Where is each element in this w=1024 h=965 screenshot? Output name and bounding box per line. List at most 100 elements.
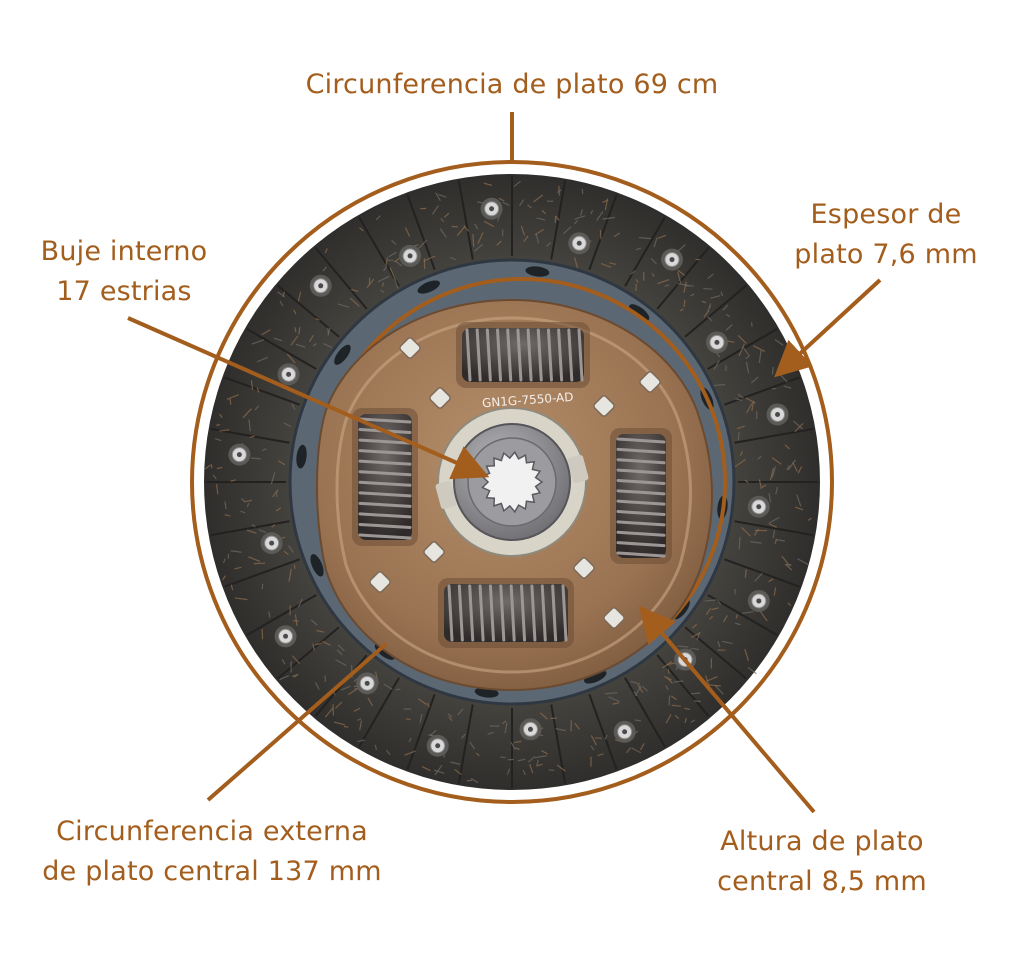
- facing-texture-streak: [792, 462, 798, 472]
- facing-texture-streak: [408, 737, 412, 743]
- facing-texture-streak: [250, 380, 254, 391]
- facing-texture-streak: [496, 240, 502, 246]
- facing-texture-streak: [353, 707, 361, 712]
- facing-texture-streak: [337, 644, 345, 652]
- facing-texture-streak: [596, 211, 604, 221]
- facing-texture-streak: [650, 257, 657, 265]
- hub-rivet-holes: [369, 337, 661, 629]
- facing-texture-streak: [737, 334, 747, 345]
- facing-texture-streak: [377, 275, 390, 283]
- leader-externa: [206, 642, 388, 802]
- label-circunferencia-plato: Circunferencia de plato 69 cm: [0, 65, 1024, 105]
- facing-texture-streak: [309, 334, 314, 342]
- facing-texture-streak: [784, 444, 791, 450]
- facing-texture-streak: [283, 422, 292, 428]
- facing-texture-streak: [541, 209, 547, 215]
- facing-texture-streak: [230, 479, 236, 482]
- facing-texture-streak: [382, 265, 388, 272]
- facing-texture-streak: [771, 457, 782, 465]
- facing-texture-streak: [434, 764, 443, 776]
- facing-texture-streak: [288, 545, 294, 553]
- facing-texture-streak: [457, 708, 464, 716]
- facing-texture-streak: [674, 714, 680, 720]
- facing-texture-streak: [711, 607, 719, 611]
- facing-texture-streak: [278, 460, 286, 466]
- facing-texture-streak: [348, 687, 360, 696]
- facing-texture-streak: [214, 437, 222, 442]
- facing-texture-streak: [389, 267, 396, 280]
- facing-texture-streak: [742, 347, 751, 357]
- facing-texture-streak: [604, 198, 609, 211]
- rivet-hole: [286, 371, 292, 377]
- facing-texture-streak: [604, 692, 618, 695]
- facing-texture-streak: [510, 741, 516, 750]
- facing-texture-streak: [722, 640, 733, 645]
- cushion-slot: [584, 670, 607, 684]
- facing-texture-streak: [768, 516, 780, 524]
- facing-texture-streak: [753, 528, 760, 536]
- facing-texture-streak: [574, 722, 580, 730]
- facing-segment-line: [224, 376, 300, 406]
- facing-texture-streak: [684, 707, 691, 711]
- facing-texture-streak: [502, 201, 510, 206]
- facing-texture-streak: [316, 629, 325, 633]
- facing-texture-streak: [469, 741, 476, 750]
- facing-texture-streak: [750, 541, 762, 544]
- facing-texture-streak: [738, 343, 745, 357]
- facing-texture-streak: [630, 270, 636, 275]
- facing-texture-streak: [283, 550, 289, 556]
- facing-texture-streak: [275, 507, 282, 512]
- facing-texture-streak: [246, 529, 257, 534]
- facing-texture-streak: [536, 217, 546, 221]
- facing-texture-streak: [768, 522, 777, 529]
- facing-texture-streak: [527, 756, 536, 763]
- facing-texture-streak: [759, 484, 767, 489]
- facing-texture-streak: [272, 489, 279, 498]
- facing-texture-streak: [333, 721, 346, 726]
- facing-texture-streak: [653, 237, 658, 248]
- facing-texture-streak: [703, 310, 710, 318]
- facing-texture-streak: [293, 309, 297, 315]
- leader-altura: [638, 605, 816, 814]
- hub-hole: [593, 395, 615, 417]
- facing-texture-streak: [351, 289, 359, 292]
- facing-texture-streak: [391, 239, 397, 246]
- rivet-hole: [318, 283, 324, 289]
- rivet-hole: [269, 540, 275, 546]
- facing-texture-streak: [449, 256, 457, 261]
- facing-texture-streak: [322, 266, 327, 272]
- facing-texture-streak: [673, 680, 684, 683]
- facing-texture-streak: [388, 251, 397, 258]
- facing-texture-streak: [474, 243, 484, 252]
- facing-texture-streak: [676, 243, 686, 253]
- hub-hole: [573, 557, 595, 579]
- facing-texture-streak: [638, 236, 652, 240]
- facing-texture-streak: [520, 225, 526, 236]
- facing-texture-streak: [683, 299, 686, 308]
- facing-texture-streak: [741, 527, 751, 537]
- facing-texture-streak: [246, 503, 250, 508]
- facing-texture-streak: [651, 272, 655, 278]
- facing-texture-streak: [210, 464, 213, 469]
- facing-texture-streak: [769, 467, 775, 481]
- facing-texture-streak: [707, 316, 713, 322]
- facing-texture-streak: [735, 398, 743, 402]
- label-circunferencia-externa-line-2: de plato central 137 mm: [42, 856, 382, 887]
- facing-segment-line: [406, 194, 436, 270]
- rivet-hole: [622, 729, 628, 735]
- facing-texture-streak: [536, 759, 539, 766]
- facing-texture-streak: [477, 232, 484, 244]
- facing-texture-streak: [573, 257, 579, 269]
- facing-texture-streak: [787, 459, 796, 471]
- facing-texture-streak: [359, 720, 363, 731]
- facing-texture-streak: [367, 697, 374, 707]
- facing-texture-streak: [204, 464, 212, 470]
- facing-segment-line: [210, 427, 290, 444]
- facing-texture-streak: [792, 420, 804, 430]
- facing-texture-streak: [504, 722, 508, 734]
- facing-texture-streak: [735, 614, 738, 619]
- facing-texture-streak: [271, 524, 276, 528]
- facing-texture-streak: [279, 300, 284, 307]
- facing-texture-streak: [219, 413, 223, 419]
